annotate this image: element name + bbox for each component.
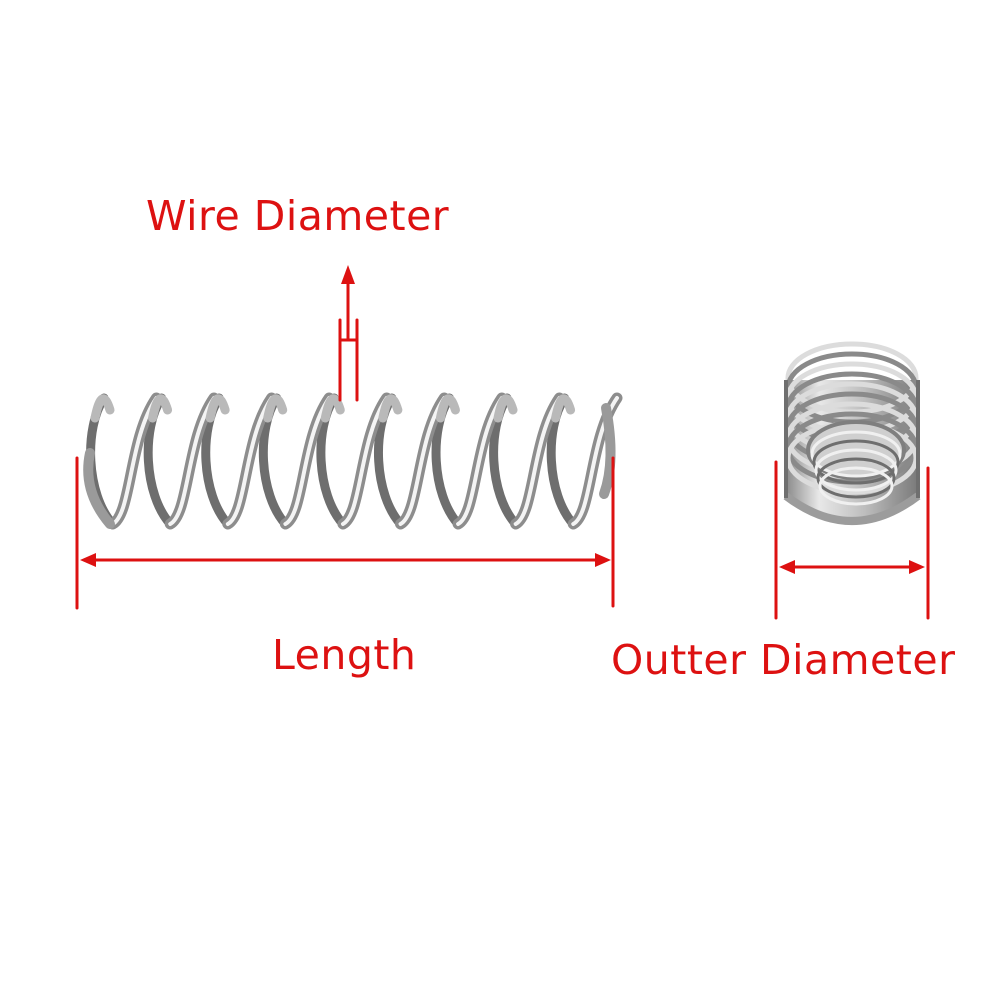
spring-right-end	[599, 403, 616, 499]
spring-front-highlight	[283, 396, 332, 526]
spring-left-end	[83, 448, 115, 529]
short-spring-bottom-rim	[783, 492, 921, 525]
spring-coil-crest	[263, 394, 288, 423]
short-spring-inner-coil	[812, 439, 900, 485]
spring-front-highlight	[398, 396, 447, 526]
wire-diameter-label: Wire Diameter	[146, 192, 450, 240]
short-spring-inner-coil	[818, 466, 894, 506]
wire-arrowhead-up	[341, 265, 355, 284]
spring-front-highlight	[168, 396, 216, 526]
short-spring-inner-coil	[816, 457, 896, 499]
spring-coil-crest	[205, 394, 230, 423]
spring-front-highlight	[513, 396, 562, 526]
wire-diameter-indicator	[338, 265, 359, 402]
spring-front-highlight	[225, 396, 274, 526]
spring-front-highlight	[340, 396, 389, 526]
spring-coil-crest	[320, 394, 345, 423]
spring-coil-crest	[90, 394, 115, 423]
long-spring-image	[83, 392, 623, 530]
spring-coil-crest	[148, 394, 173, 423]
spring-coil-crest	[378, 394, 403, 423]
length-dimension	[75, 456, 615, 610]
spring-coil-crest	[435, 394, 460, 423]
short-spring-image	[783, 341, 921, 525]
length-label: Length	[272, 631, 417, 679]
spring-front-highlight	[110, 396, 159, 526]
length-arrowhead-right	[595, 553, 611, 567]
short-spring-inner-coil	[814, 448, 898, 492]
spring-coil-crest	[551, 394, 576, 423]
outer-arrowhead-right	[909, 560, 925, 574]
length-arrowhead-left	[80, 553, 96, 567]
outer-arrowhead-left	[779, 560, 795, 574]
outer-diameter-dimension	[774, 460, 930, 620]
spring-front-highlight	[456, 396, 504, 526]
outer-diameter-label: Outter Diameter	[611, 636, 956, 684]
spring-coil-crest	[493, 394, 518, 423]
short-spring-inner-coil	[810, 430, 902, 478]
